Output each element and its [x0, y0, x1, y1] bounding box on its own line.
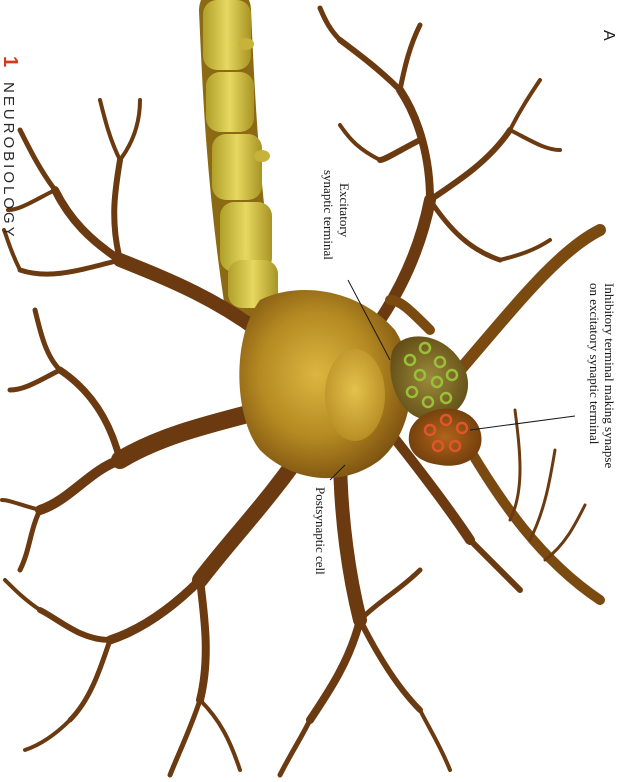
myelin-segment	[212, 134, 262, 200]
panel-label: A	[600, 30, 617, 41]
inhibitory-axon	[470, 410, 600, 600]
excitatory-label-line2: synaptic terminal	[321, 170, 336, 260]
nucleus	[325, 349, 385, 441]
inhibitory-label-line1: Inhibitory terminal making synapse	[602, 283, 617, 468]
inhibitory-label-line2: on excitatory synaptic terminal	[587, 283, 602, 445]
excitatory-label-line1: Excitatory	[337, 183, 352, 238]
myelin-segment	[206, 72, 254, 132]
side-mark: 1	[0, 56, 21, 67]
myelin-segment	[203, 0, 251, 70]
side-running-text: NEUROBIOLOGY	[0, 82, 17, 240]
axon	[203, 0, 278, 308]
upper-dendrites	[320, 8, 560, 320]
postsynaptic-label: Postsynaptic cell	[313, 487, 328, 575]
